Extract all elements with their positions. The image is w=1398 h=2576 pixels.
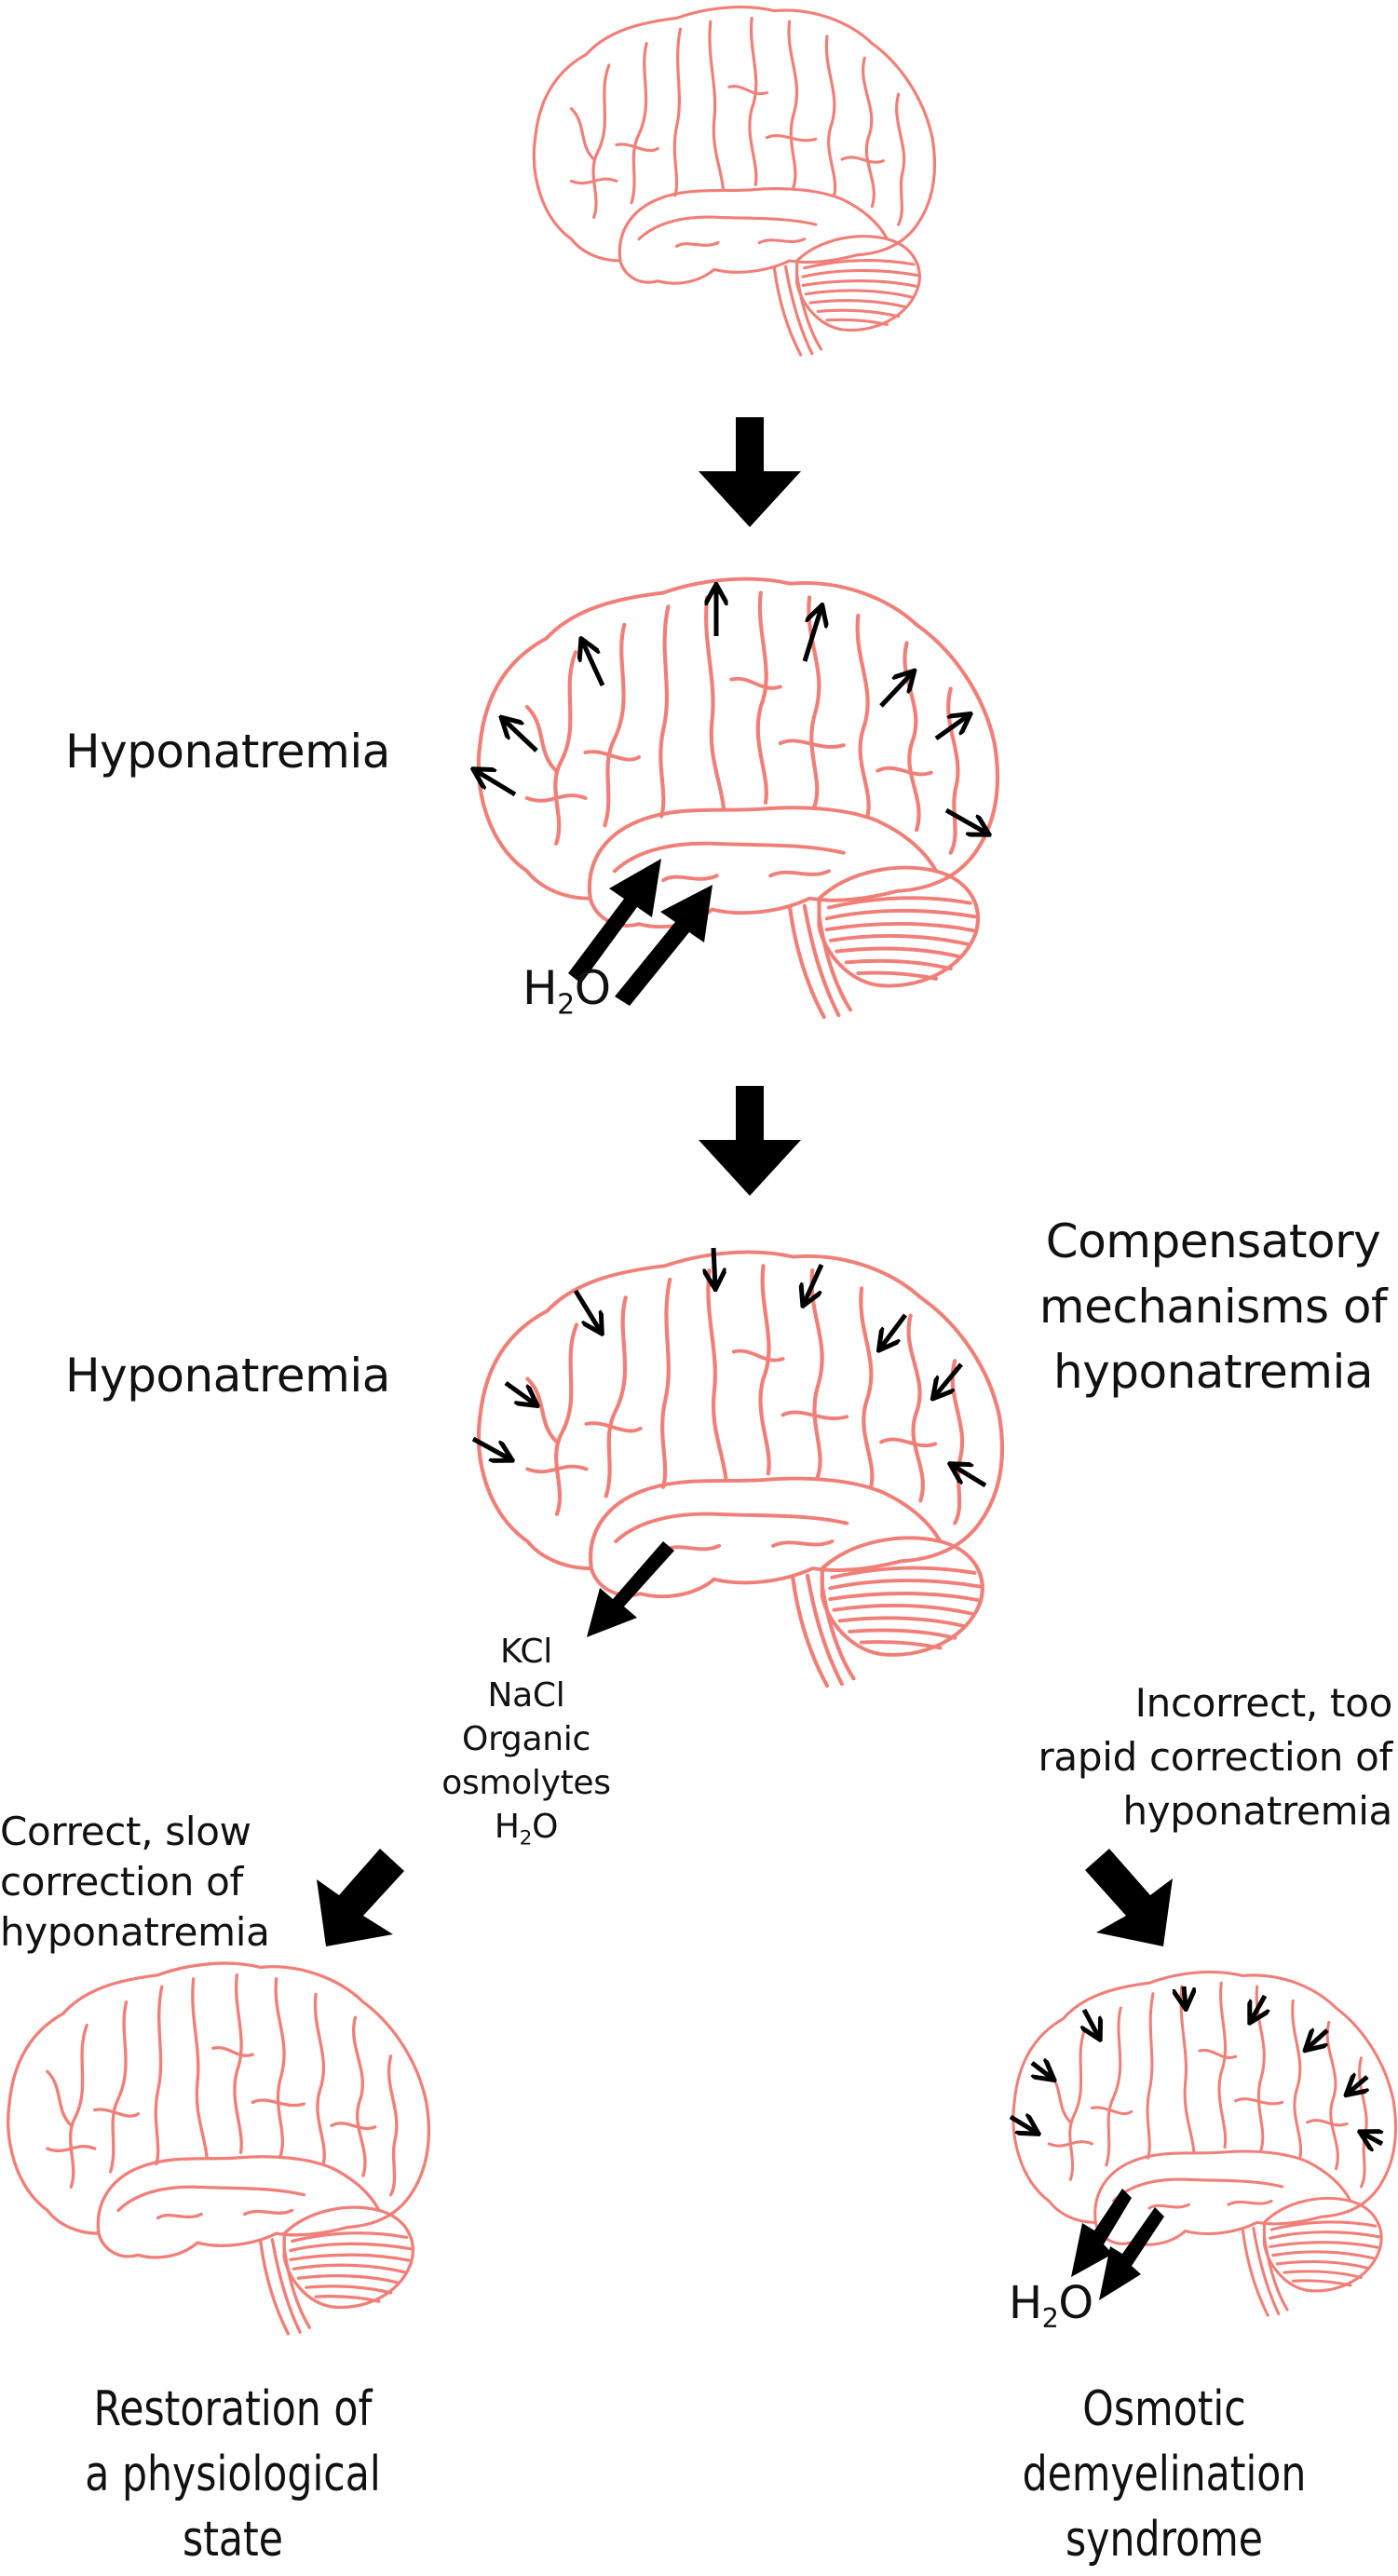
outcome-demyelination-label: Osmotic demyelination syndrome: [1022, 2381, 1307, 2568]
right-branch-arrow: [1085, 1849, 1173, 1946]
water-outflow-arrows: [1071, 2189, 1164, 2300]
outflow-solutes-list: KCl NaCl Organic osmolytes H2O: [441, 1633, 611, 1851]
brain-compensated: [468, 1243, 1004, 1690]
compensatory-mechanisms-label: Compensatory mechanisms of hyponatremia: [1038, 1214, 1388, 1399]
down-arrow-1: [699, 417, 801, 527]
incorrect-rapid-correction-label: Incorrect, too rapid correction of hypon…: [1038, 1680, 1392, 1834]
water-outflow-label: H2O: [1009, 2277, 1093, 2335]
correct-slow-correction-label: Correct, slow correction of hyponatremia: [0, 1809, 270, 1955]
stage-label-hyponatremia-1: Hyponatremia: [65, 725, 390, 779]
brain-restored: [7, 1961, 431, 2336]
down-arrow-2: [699, 1086, 801, 1196]
left-branch-arrow: [317, 1849, 404, 1946]
brain-normal: [532, 6, 937, 357]
osmolyte-outflow-arrow: [587, 1541, 674, 1637]
water-inflow-arrows: [568, 859, 713, 1006]
stage-label-hyponatremia-2: Hyponatremia: [65, 1349, 390, 1403]
water-inflow-label: H2O: [523, 961, 611, 1022]
outcome-restoration-label: Restoration of a physiological state: [85, 2381, 381, 2568]
brain-demyelination: [1011, 1970, 1398, 2317]
